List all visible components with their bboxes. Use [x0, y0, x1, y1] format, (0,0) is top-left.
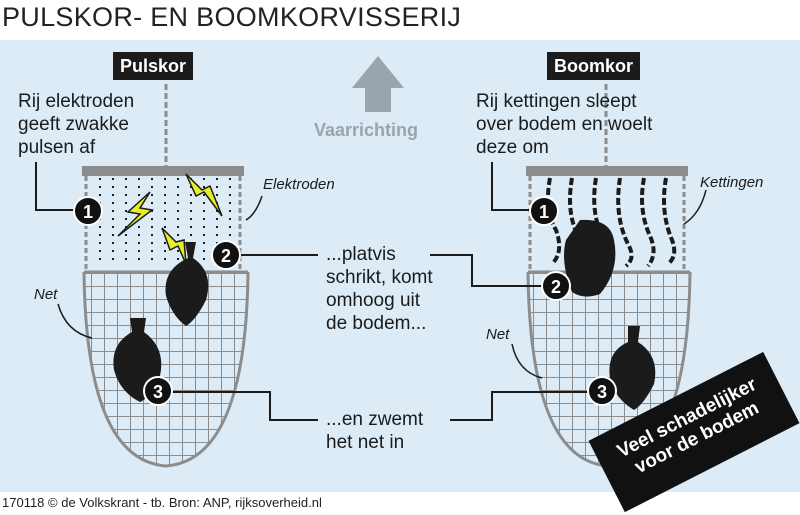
page-title: PULSKOR- EN BOOMKORVISSERIJ	[2, 2, 462, 32]
svg-text:1: 1	[83, 202, 93, 222]
beam-left	[82, 166, 244, 176]
fish-icon	[564, 219, 656, 410]
svg-text:1: 1	[539, 202, 549, 222]
net-tag-right: Net	[486, 326, 510, 343]
svg-text:2: 2	[221, 246, 231, 266]
electrodes-tag: Elektroden	[263, 176, 335, 193]
boomkor-label: Boomkor	[547, 52, 641, 80]
direction-label: Vaarrichting	[314, 120, 419, 140]
direction-arrow-icon	[352, 56, 404, 112]
badge-2-right: 2	[541, 271, 571, 301]
credit-footer: 170118 © de Volkskrant - tb. Bron: ANP, …	[2, 495, 322, 510]
pulskor-label: Pulskor	[113, 52, 194, 80]
chains-tag: Kettingen	[700, 174, 764, 191]
step2-text: ...platvis schrikt, komt omhoog uit de b…	[326, 244, 433, 334]
pulskor-description: Rij elektroden geeft zwakke pulsen af	[18, 91, 135, 158]
beam-right	[526, 166, 688, 176]
svg-text:3: 3	[153, 382, 163, 402]
svg-text:3: 3	[597, 382, 607, 402]
badge-3-right: 3	[587, 376, 617, 406]
badge-1-right: 1	[529, 196, 559, 226]
svg-text:2: 2	[551, 277, 561, 297]
boomkor-description: Rij kettingen sleept over bodem en woelt…	[476, 91, 653, 158]
electrodes	[99, 178, 231, 262]
step3-text: ...en zwemt het net in	[326, 409, 424, 453]
net-left	[82, 270, 250, 468]
badge-2-left: 2	[211, 240, 241, 270]
badge-3-left: 3	[143, 376, 173, 406]
lightning-icon	[117, 173, 223, 265]
badge-1-left: 1	[73, 196, 103, 226]
net-tag-left: Net	[34, 286, 58, 303]
